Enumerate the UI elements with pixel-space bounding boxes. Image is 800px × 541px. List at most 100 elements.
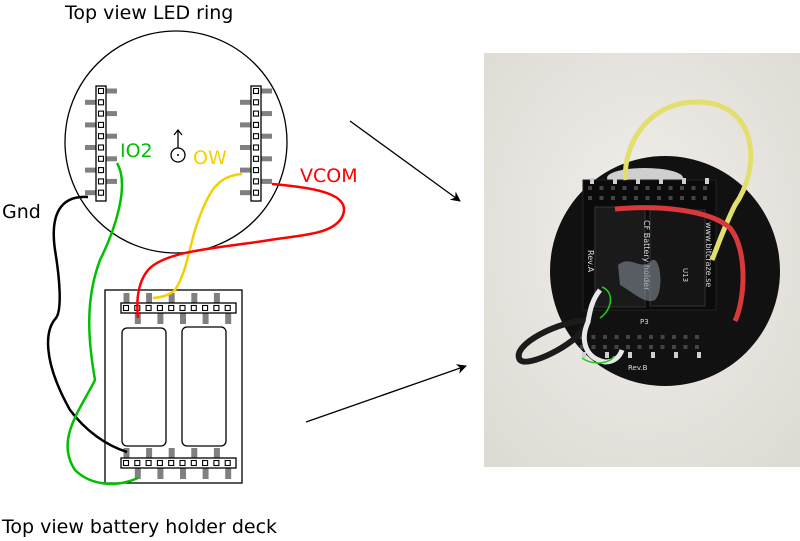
photo-pin	[659, 178, 663, 184]
header-pin-hole	[156, 304, 163, 312]
photo-red-wire	[614, 205, 746, 323]
header-pin-lead	[85, 99, 96, 105]
header-pin-lead	[213, 448, 220, 459]
header-pin-hole	[97, 133, 105, 140]
photo-white-wire	[581, 288, 625, 365]
photo-pin	[674, 352, 678, 358]
io2-label: IO2	[120, 140, 153, 162]
photo-socket-hole	[603, 345, 607, 349]
header-pin-hole	[252, 87, 260, 95]
header-pin-hole	[179, 459, 186, 467]
photo-socket-hole	[672, 345, 676, 349]
header-pin-lead	[106, 111, 117, 117]
photo-socket-hole	[703, 186, 707, 190]
photo-pin	[605, 352, 609, 358]
photo-socket-hole	[657, 186, 661, 190]
header-pin-hole	[202, 304, 209, 312]
header-pin-lead	[213, 293, 220, 304]
ow-wire	[152, 172, 243, 300]
header-pin-lead	[240, 190, 251, 196]
header-pin-lead	[85, 122, 96, 128]
photo-socket-hole	[626, 345, 630, 349]
photo-socket-hole	[634, 186, 638, 190]
header-pin-hole	[252, 121, 260, 128]
header-pin-lead	[106, 88, 117, 94]
io2-wire	[66, 162, 139, 485]
photo-pin	[651, 352, 655, 358]
photo-socket-hole	[703, 196, 707, 200]
photo-pin	[582, 352, 586, 358]
photo-socket-hole	[660, 345, 665, 349]
header-pin-lead	[85, 167, 96, 173]
header-pin-hole	[252, 133, 260, 140]
photo-socket-hole	[680, 186, 684, 190]
battery-slot-left	[121, 327, 167, 447]
header-pin-lead	[157, 313, 164, 324]
ow-label: OW	[193, 147, 227, 169]
header-pin-hole	[252, 167, 260, 174]
header-pin-hole	[145, 304, 152, 312]
photo-silk-url: www.bitcraze.se	[704, 222, 713, 287]
photo-socket-hole	[611, 186, 615, 190]
header-pin-lead	[134, 313, 141, 324]
photo-socket-hole	[637, 345, 642, 349]
header-pin-hole	[190, 304, 197, 312]
photo-pin	[628, 352, 632, 358]
header-pin-lead	[168, 448, 175, 459]
header-pin-lead	[106, 156, 117, 162]
header-pin-hole	[213, 304, 220, 312]
header-pin-lead	[123, 293, 130, 304]
photo-socket-hole	[611, 196, 615, 200]
header-pin-hole	[97, 110, 105, 117]
header-pin-lead	[225, 468, 232, 479]
header-pin-lead	[191, 448, 198, 459]
header-pin-lead	[146, 448, 153, 459]
header-pin-lead	[180, 313, 186, 324]
header-pin-lead	[123, 448, 130, 459]
header-pin-hole	[252, 99, 260, 106]
header-pin-hole	[252, 144, 260, 151]
header-pin-lead	[261, 156, 272, 162]
header-pin-hole	[97, 87, 105, 95]
header-body	[250, 85, 262, 202]
photo-socket-hole	[614, 345, 619, 349]
photo-pin	[636, 178, 640, 184]
header-pin-lead	[180, 468, 186, 479]
header-pin-hole	[97, 178, 105, 185]
header-pin-lead	[134, 468, 141, 479]
gnd-wire	[46, 195, 128, 454]
header-pin-hole	[179, 304, 186, 312]
photo-socket-hole	[622, 196, 627, 200]
photo-socket-hole	[591, 345, 596, 349]
photo-pin	[590, 178, 594, 184]
vcom-label: VCOM	[300, 165, 358, 187]
header-pin-hole	[97, 167, 105, 174]
photo-green-wire	[581, 286, 615, 364]
header-pin-lead	[240, 99, 251, 105]
photo-socket-hole	[695, 345, 699, 349]
photo-socket-hole	[660, 335, 665, 339]
header-pin-lead	[261, 111, 272, 117]
photo-silk-cf: CF Battery holder	[642, 220, 651, 291]
photo-socket-hole	[672, 335, 676, 339]
header-pin-lead	[157, 468, 164, 479]
photo-socket-hole	[680, 196, 684, 200]
header-pin-lead	[85, 190, 96, 196]
header-pin-lead	[85, 145, 96, 150]
photo-socket-hole	[637, 335, 642, 339]
header-pin-hole	[252, 178, 260, 185]
header-pin-hole	[252, 155, 260, 162]
header-pin-hole	[168, 459, 175, 467]
header-pin-lead	[240, 145, 251, 150]
photo-socket-hole	[603, 335, 607, 339]
header-pin-lead	[225, 313, 232, 324]
photo-socket-hole	[683, 345, 688, 349]
header-pin-hole	[97, 121, 105, 128]
header-pin-lead	[261, 88, 272, 94]
header-pin-lead	[202, 313, 209, 324]
arrow-to-photo-top	[349, 120, 461, 202]
header-pin-hole	[145, 459, 152, 467]
header-pin-hole	[156, 459, 163, 467]
photo-socket-hole	[622, 186, 627, 190]
photo-socket-hole	[645, 186, 650, 190]
